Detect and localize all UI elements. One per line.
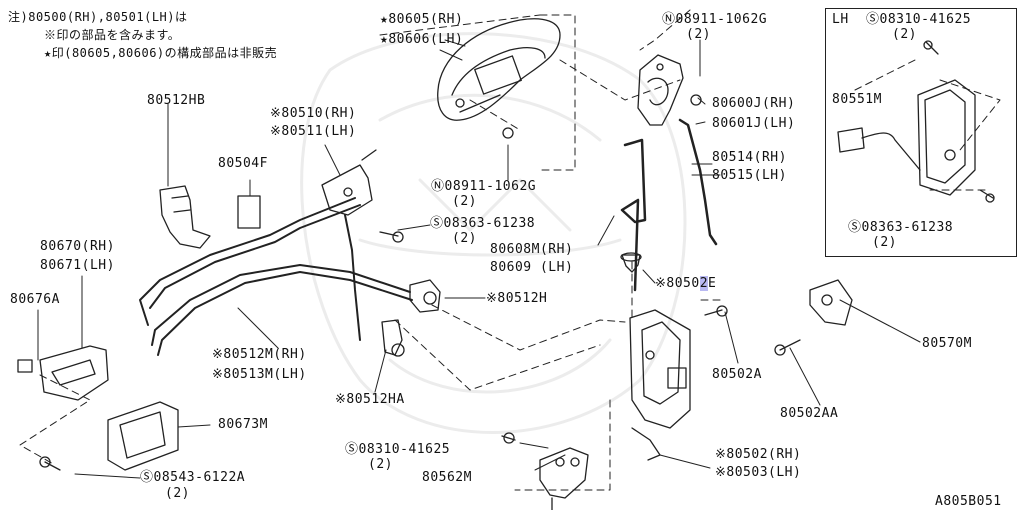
rod-80514	[678, 118, 718, 246]
diagram-reference: A805B051	[935, 494, 1002, 509]
label-80570m: 80570M	[922, 336, 972, 351]
watermark-emblem	[300, 32, 687, 434]
label-80512ha: ※80512HA	[335, 392, 405, 407]
label-08911-a: Ⓝ08911-1062G	[662, 12, 768, 27]
inset-frame-lh	[825, 8, 1017, 257]
leader-lines	[37, 39, 921, 479]
label-80512m: ※80512M(RH)	[212, 347, 307, 362]
label-80671: 80671(LH)	[40, 258, 115, 273]
label-80673m: 80673M	[218, 417, 268, 432]
label-80514: 80514(RH)	[712, 150, 787, 165]
label-08911-b: Ⓝ08911-1062G	[431, 179, 537, 194]
label-08911-b-qty: (2)	[452, 194, 477, 209]
label-80609: 80609 (LH)	[490, 260, 574, 275]
note-line-3: ★印(80605,80606)の構成部品は非販売	[44, 46, 278, 60]
label-80601j: 80601J(LH)	[712, 116, 796, 131]
nut-icon	[502, 127, 514, 139]
outside-handle-80605	[437, 18, 561, 121]
inside-handle-80670	[39, 345, 109, 401]
label-80676a: 80676A	[10, 292, 60, 307]
label-80670: 80670(RH)	[40, 239, 115, 254]
selected-text-highlight: 2	[699, 276, 709, 291]
inset-label-08363: Ⓢ08363-61238	[848, 220, 954, 235]
label-80562m: 80562M	[422, 470, 472, 485]
rod-80608m	[620, 138, 647, 292]
label-80512h: ※80512H	[486, 291, 548, 306]
screw-icon	[39, 231, 801, 471]
bracket-80600j	[637, 54, 684, 126]
label-08363-a-qty: (2)	[452, 231, 477, 246]
door-lock-80502	[629, 309, 691, 461]
inset-label-08363-qty: (2)	[872, 235, 897, 250]
label-80510: ※80510(RH)	[270, 106, 357, 121]
block-80504f	[237, 195, 261, 229]
label-08543-qty: (2)	[165, 486, 190, 501]
note-line-1: 注)80500(RH),80501(LH)は	[8, 10, 188, 24]
label-80513m: ※80513M(LH)	[212, 367, 307, 382]
inset-side-label: LH	[832, 12, 849, 27]
label-08310-a: Ⓢ08310-41625	[345, 442, 451, 457]
label-80515: 80515(LH)	[712, 168, 787, 183]
clip-80676a	[17, 359, 33, 373]
label-08543: Ⓢ08543-6122A	[140, 470, 246, 485]
label-08310-a-qty: (2)	[368, 457, 393, 472]
inset-label-08310-qty: (2)	[892, 27, 917, 42]
inset-lock-80551m	[837, 40, 995, 203]
inset-label-08310: Ⓢ08310-41625	[866, 12, 972, 27]
label-80605: ★80605(RH)	[380, 12, 464, 27]
escutcheon-80673m	[107, 401, 179, 471]
label-80502e-suffix: E	[708, 276, 717, 291]
inset-label-80551m: 80551M	[832, 92, 882, 107]
label-80511: ※80511(LH)	[270, 124, 357, 139]
striker-80570m	[809, 279, 853, 326]
label-08363-a: Ⓢ08363-61238	[430, 216, 536, 231]
label-08911-a-qty: (2)	[686, 27, 711, 42]
label-80600j: 80600J(RH)	[712, 96, 796, 111]
cable-80512m	[139, 197, 413, 356]
connector-80512ha	[381, 319, 405, 357]
label-80503: ※80503(LH)	[715, 465, 802, 480]
label-80512hb: 80512HB	[147, 93, 206, 108]
clip-80502e	[620, 252, 642, 273]
note-line-2: ※印の部品を含みます。	[44, 28, 181, 42]
bracket-80510	[321, 149, 377, 216]
connector-80512h	[409, 279, 441, 313]
clip-80512hb	[159, 185, 211, 249]
label-80502: ※80502(RH)	[715, 447, 802, 462]
label-80608m: 80608M(RH)	[490, 242, 574, 257]
label-80502aa: 80502AA	[780, 406, 839, 421]
label-80504f: 80504F	[218, 156, 268, 171]
label-80606: ★80606(LH)	[380, 32, 464, 47]
nut-icon	[690, 94, 702, 106]
label-80502e: ※80502E	[655, 276, 716, 291]
label-80502a: 80502A	[712, 367, 762, 382]
label-80502e-prefix: ※8050	[655, 276, 700, 291]
actuator-80562m	[539, 447, 589, 510]
